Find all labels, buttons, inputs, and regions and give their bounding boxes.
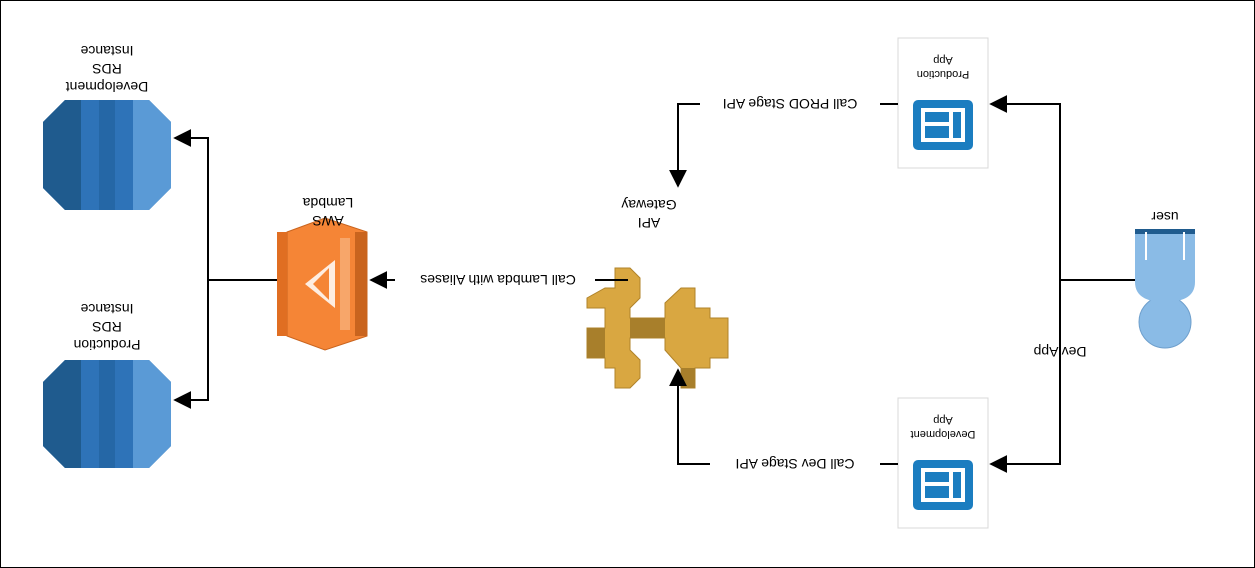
development-rds-icon	[43, 100, 171, 210]
lambda-label-line2: Lambda	[302, 195, 353, 211]
production-rds-icon	[43, 360, 171, 468]
edge-user-to-dev-app	[989, 280, 1061, 473]
edge-label-lambda-aliases: Call Lambda with Aliases	[420, 272, 576, 288]
development-rds-label-line2: RDS	[92, 61, 122, 77]
edge-label-dev-app: Dev App	[1033, 344, 1086, 360]
lambda-label-line1: AWS	[312, 213, 343, 229]
production-rds-label-line1: Production	[74, 337, 141, 353]
development-app-card: Development App	[897, 397, 989, 529]
user-label: user	[1151, 209, 1179, 225]
edge-label-dev-stage-api: Call Dev Stage API	[735, 456, 854, 472]
development-app-label-line2: App	[933, 414, 953, 426]
development-rds-label-line3: Instance	[80, 43, 133, 59]
api-gateway-label-line2: Gateway	[621, 197, 676, 213]
production-rds-label-line3: Instance	[80, 301, 133, 317]
svg-text:user: user	[1151, 209, 1179, 225]
production-rds-label-line2: RDS	[92, 319, 122, 335]
api-gateway-label-line1: API	[638, 215, 661, 231]
production-app-label-line1: Production	[917, 68, 970, 80]
api-gateway-icon	[586, 267, 729, 389]
development-rds-label-line1: Development	[66, 79, 149, 95]
edge-lambda-to-rds	[173, 129, 277, 409]
production-app-label-line2: App	[933, 54, 953, 66]
edge-label-prod-stage-api: Call PROD Stage API	[723, 96, 858, 112]
lambda-icon	[277, 217, 368, 351]
development-app-label-line1: Development	[911, 428, 976, 440]
user-icon	[1135, 229, 1195, 349]
edge-user-to-production-app	[989, 95, 1061, 280]
production-app-card: Production App	[897, 37, 989, 169]
